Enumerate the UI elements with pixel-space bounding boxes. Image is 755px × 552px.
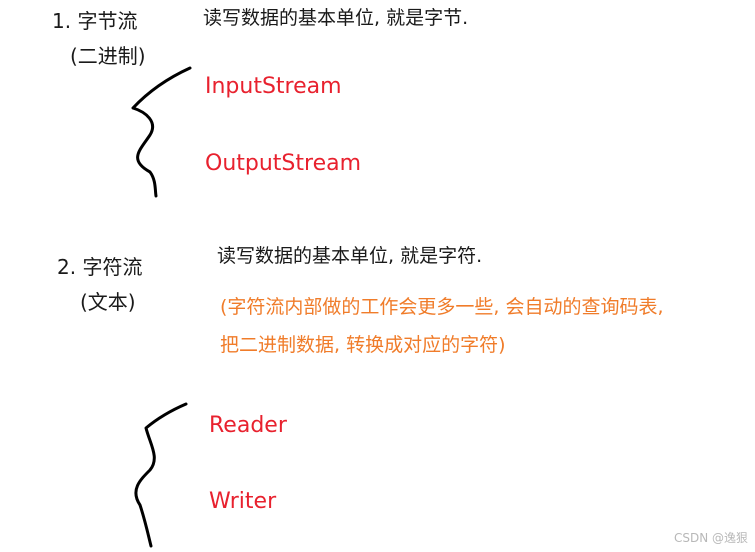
outputstream-class-label: OutputStream: [205, 151, 362, 176]
char-stream-heading: 2. 字符流: [57, 255, 143, 279]
byte-stream-description: 读写数据的基本单位, 就是字节.: [203, 7, 469, 29]
byte-stream-heading: 1. 字节流: [52, 9, 138, 33]
byte-stream-subheading: (二进制): [70, 44, 146, 68]
reader-class-label: Reader: [209, 413, 287, 438]
writer-class-label: Writer: [209, 489, 277, 514]
handwritten-brace-icon: [131, 66, 192, 198]
char-stream-note-line-1: (字符流内部做的工作会更多一些, 会自动的查询码表,: [220, 296, 664, 318]
handwritten-brace-icon: [134, 402, 188, 548]
watermark: CSDN @逸狠: [673, 531, 748, 545]
char-stream-description: 读写数据的基本单位, 就是字符.: [217, 245, 483, 267]
inputstream-class-label: InputStream: [205, 74, 342, 99]
char-stream-note-line-2: 把二进制数据, 转换成对应的字符): [220, 334, 506, 356]
char-stream-subheading: (文本): [80, 290, 136, 314]
